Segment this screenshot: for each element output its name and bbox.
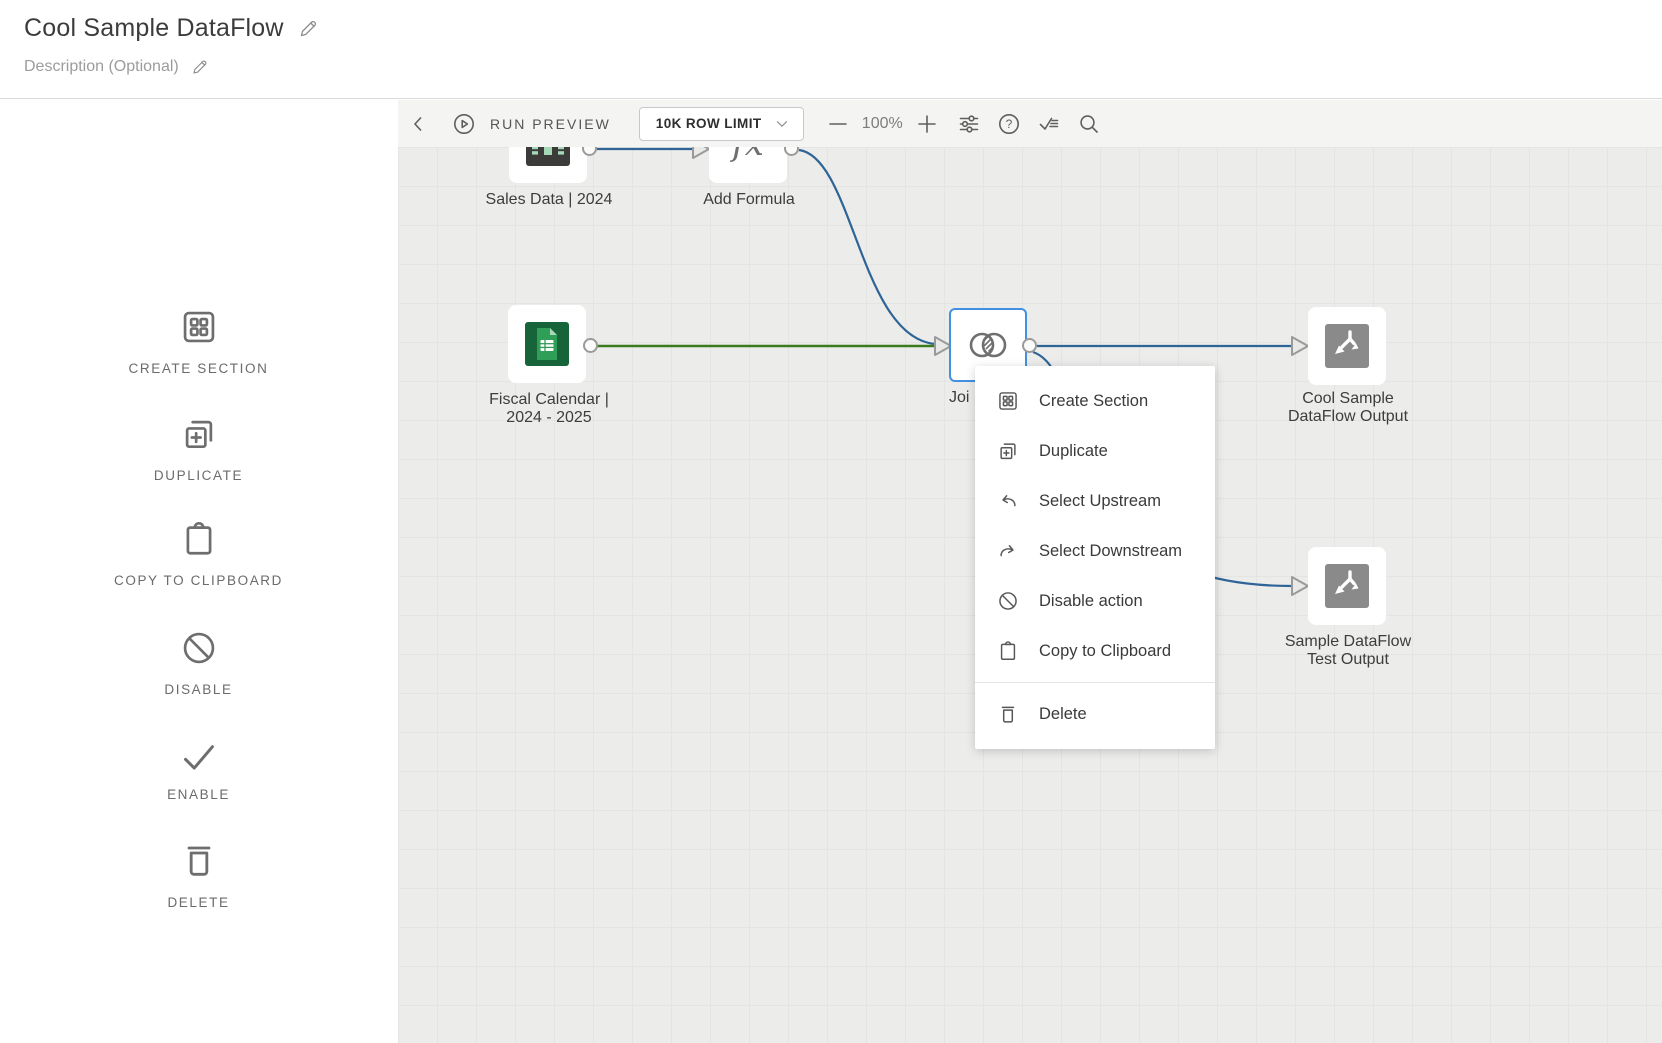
- sidebar-item-label: DELETE: [167, 895, 230, 910]
- arrow-redo-icon: [1000, 545, 1014, 557]
- sidebar-item-copy-to-clipboard[interactable]: COPY TO CLIPBOARD: [0, 520, 397, 588]
- sidebar-item-label: ENABLE: [167, 787, 230, 802]
- menu-item-select-upstream[interactable]: Select Upstream: [975, 476, 1215, 526]
- checkmark-icon: [183, 745, 214, 770]
- edit-description-icon[interactable]: [191, 58, 209, 76]
- settings-sliders-icon[interactable]: [957, 112, 981, 136]
- search-icon[interactable]: [1077, 112, 1101, 136]
- duplicate-plus-icon: [1000, 443, 1016, 460]
- sidebar-item-duplicate[interactable]: DUPLICATE: [0, 415, 397, 483]
- output-branch-icon: [1325, 564, 1369, 608]
- input-arrow-main-output: [1291, 336, 1309, 356]
- join-venn-icon: [969, 332, 1007, 358]
- grid-section-icon: [999, 392, 1017, 410]
- node-sales-data[interactable]: [509, 147, 587, 183]
- label-line-1: Cool Sample: [1302, 390, 1394, 407]
- input-arrow-formula: [692, 147, 710, 159]
- arrow-undo-icon: [1002, 495, 1016, 507]
- run-preview-play-icon[interactable]: [452, 112, 476, 136]
- node-add-formula[interactable]: fx: [709, 147, 787, 183]
- label-line-2: 2024 - 2025: [506, 409, 592, 426]
- menu-separator: [975, 682, 1215, 683]
- grid-section-icon: [183, 311, 214, 343]
- node-fiscal-calendar[interactable]: [508, 305, 586, 383]
- node-label-main-output: Cool Sample DataFlow Output: [1258, 390, 1438, 426]
- menu-item-label: Delete: [1039, 704, 1087, 723]
- zoom-level: 100%: [861, 114, 903, 132]
- sidebar-item-label: CREATE SECTION: [128, 361, 269, 376]
- menu-item-copy-to-clipboard[interactable]: Copy to Clipboard: [975, 626, 1215, 676]
- page-title: Cool Sample DataFlow: [24, 14, 284, 42]
- slash-circle-icon: [183, 632, 214, 664]
- output-port-formula[interactable]: [784, 147, 799, 156]
- output-port-fiscal[interactable]: [583, 338, 598, 353]
- slash-circle-icon: [999, 592, 1017, 610]
- trash-icon: [187, 846, 210, 876]
- node-label-fiscal-calendar: Fiscal Calendar | 2024 - 2025: [459, 391, 639, 427]
- input-arrow-test-output: [1291, 576, 1309, 596]
- chevron-down-icon: [776, 120, 787, 127]
- run-preview-button[interactable]: RUN PREVIEW: [490, 115, 611, 132]
- node-label-test-output: Sample DataFlow Test Output: [1258, 633, 1438, 669]
- canvas-toolbar: RUN PREVIEW 10K ROW LIMIT 100% ?: [398, 100, 1662, 147]
- node-label-join: Joi: [949, 389, 970, 406]
- green-sheet-icon: [525, 322, 569, 366]
- menu-item-label: Copy to Clipboard: [1039, 641, 1172, 660]
- menu-item-delete[interactable]: Delete: [975, 689, 1215, 739]
- zoom-out-icon[interactable]: [826, 112, 850, 136]
- sidebar-item-disable[interactable]: DISABLE: [0, 629, 397, 697]
- zoom-in-icon[interactable]: [915, 112, 939, 136]
- sidebar-item-label: DUPLICATE: [153, 468, 244, 483]
- menu-item-label: Create Section: [1039, 391, 1149, 410]
- description-placeholder[interactable]: Description (Optional): [24, 58, 179, 75]
- label-line-2: DataFlow Output: [1287, 408, 1409, 425]
- clipboard-icon: [1000, 641, 1016, 660]
- help-icon[interactable]: ?: [997, 112, 1021, 136]
- menu-item-label: Disable action: [1039, 591, 1143, 610]
- trash-icon: [1001, 706, 1015, 723]
- sidebar-item-label: DISABLE: [164, 682, 233, 697]
- validate-checklist-icon[interactable]: [1037, 112, 1061, 136]
- menu-item-label: Select Upstream: [1039, 491, 1161, 510]
- menu-item-disable-action[interactable]: Disable action: [975, 576, 1215, 626]
- node-main-output[interactable]: [1308, 307, 1386, 385]
- header: Cool Sample DataFlow Description (Option…: [0, 0, 1662, 99]
- sidebar-item-delete[interactable]: DELETE: [0, 840, 397, 910]
- edit-title-icon[interactable]: [298, 18, 319, 39]
- dataset-upload-icon: [526, 147, 570, 166]
- node-context-menu: Create Section Duplicate Select Upstream: [975, 366, 1215, 749]
- label-line-1: Sample DataFlow: [1284, 633, 1412, 650]
- menu-item-label: Duplicate: [1039, 441, 1108, 460]
- description-row: Description (Optional): [24, 58, 209, 76]
- label-line-1: Fiscal Calendar |: [489, 391, 609, 408]
- svg-text:?: ?: [1005, 117, 1012, 131]
- menu-item-duplicate[interactable]: Duplicate: [975, 426, 1215, 476]
- sidebar-item-label: COPY TO CLIPBOARD: [114, 573, 283, 588]
- menu-item-create-section[interactable]: Create Section: [975, 376, 1215, 426]
- duplicate-plus-icon: [185, 420, 212, 449]
- node-test-output[interactable]: [1308, 547, 1386, 625]
- menu-item-label: Select Downstream: [1039, 541, 1183, 560]
- output-port-sales[interactable]: [582, 147, 597, 156]
- actions-sidebar: CREATE SECTION DUPLICATE COPY TO CLIPBOA…: [0, 100, 397, 1043]
- node-label-sales-data: Sales Data | 2024: [485, 191, 613, 208]
- sidebar-item-enable[interactable]: ENABLE: [0, 742, 397, 802]
- row-limit-dropdown[interactable]: 10K ROW LIMIT: [638, 106, 804, 141]
- sidebar-item-create-section[interactable]: CREATE SECTION: [0, 308, 397, 376]
- clipboard-icon: [186, 522, 211, 555]
- title-row: Cool Sample DataFlow: [24, 14, 319, 43]
- node-label-add-formula: Add Formula: [703, 191, 795, 208]
- menu-item-select-downstream[interactable]: Select Downstream: [975, 526, 1215, 576]
- dataflow-canvas[interactable]: Sales Data | 2024 fx Add Formula Fiscal …: [398, 147, 1662, 1043]
- output-port-join[interactable]: [1022, 338, 1037, 353]
- back-chevron-icon[interactable]: [406, 112, 430, 136]
- row-limit-value: 10K ROW LIMIT: [655, 116, 762, 131]
- label-line-2: Test Output: [1307, 651, 1389, 668]
- edge-formula-to-join: [798, 148, 936, 346]
- output-branch-icon: [1325, 324, 1369, 368]
- formula-fx-icon: fx: [732, 147, 764, 164]
